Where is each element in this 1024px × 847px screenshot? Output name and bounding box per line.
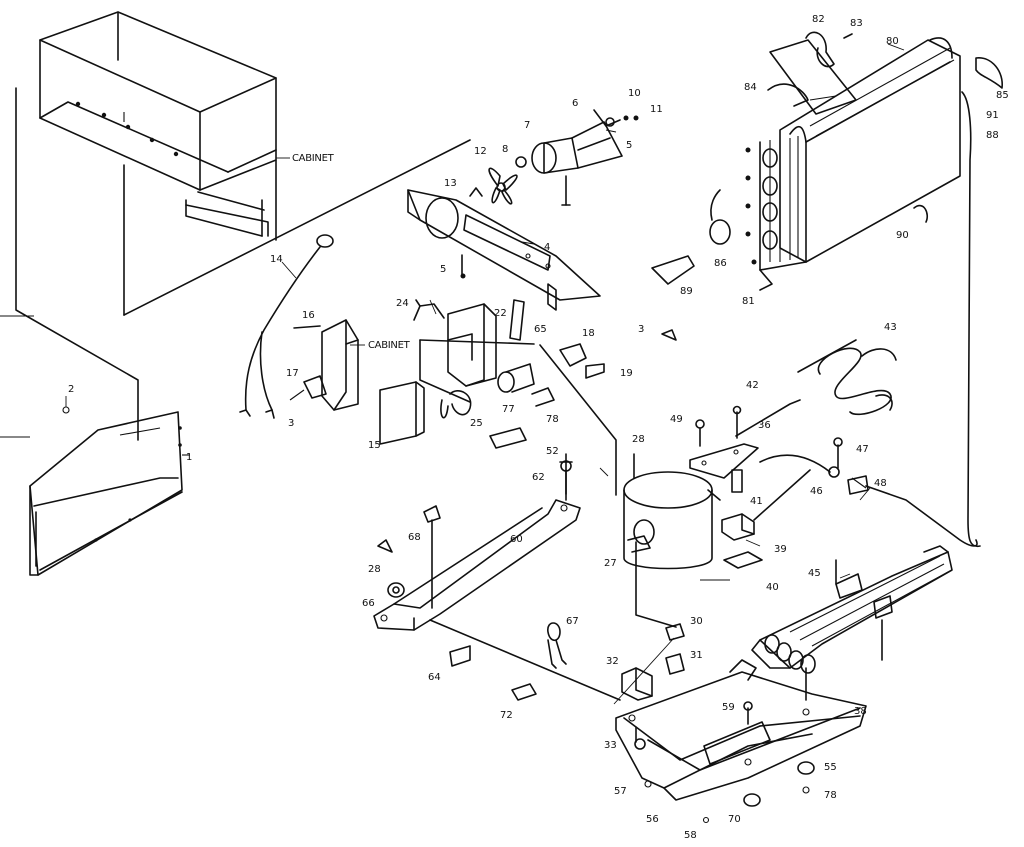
part-number-40: 40 xyxy=(766,582,779,593)
part-number-80: 80 xyxy=(886,36,899,47)
part-number-47: 47 xyxy=(856,444,869,455)
part-number-81: 81 xyxy=(742,296,755,307)
part-number-31: 31 xyxy=(690,650,703,661)
part-number-85: 85 xyxy=(996,90,1009,101)
part-number-72: 72 xyxy=(500,710,513,721)
part-number-48: 48 xyxy=(874,478,887,489)
part-number-66: 66 xyxy=(362,598,375,609)
part-number-68: 68 xyxy=(408,532,421,543)
part-number-19: 19 xyxy=(620,368,633,379)
part-number-78b: 78 xyxy=(824,790,837,801)
part-number-59: 59 xyxy=(722,702,735,713)
cabinet-label-top: CABINET xyxy=(292,153,335,164)
part-number-3b: 3 xyxy=(638,324,644,335)
leader-lines xyxy=(281,43,905,581)
part-number-70: 70 xyxy=(728,814,741,825)
part-number-6: 6 xyxy=(572,98,578,109)
part-number-17: 17 xyxy=(286,368,299,379)
part-number-49: 49 xyxy=(670,414,683,425)
part-number-56: 56 xyxy=(646,814,659,825)
part-number-14: 14 xyxy=(270,254,283,265)
part-number-27: 27 xyxy=(604,558,617,569)
part-number-33: 33 xyxy=(604,740,617,751)
part-number-45: 45 xyxy=(808,568,821,579)
part-number-labels: 2 1 5 4 13 12 8 7 6 10 11 5 14 16 17 3 1… xyxy=(68,14,1009,841)
part-number-83: 83 xyxy=(850,18,863,29)
part-number-89: 89 xyxy=(680,286,693,297)
part-number-57: 57 xyxy=(614,786,627,797)
part-number-86: 86 xyxy=(714,258,727,269)
part-number-5: 5 xyxy=(440,264,446,275)
part-number-90: 90 xyxy=(896,230,909,241)
part-number-52: 52 xyxy=(546,446,559,457)
part-number-67: 67 xyxy=(566,616,579,627)
part-number-28b: 28 xyxy=(368,564,381,575)
part-number-84: 84 xyxy=(744,82,757,93)
part-number-13: 13 xyxy=(444,178,457,189)
part-number-43: 43 xyxy=(884,322,897,333)
part-number-18: 18 xyxy=(582,328,595,339)
part-number-65: 65 xyxy=(534,324,547,335)
part-number-3: 3 xyxy=(288,418,294,429)
part-number-32: 32 xyxy=(606,656,619,667)
part-number-38: 38 xyxy=(854,706,867,717)
part-number-2: 2 xyxy=(68,384,74,395)
part-number-78: 78 xyxy=(546,414,559,425)
cabinet-shelf-assembly xyxy=(39,11,471,316)
compressor-cover-assembly xyxy=(419,299,677,495)
part-number-22: 22 xyxy=(494,308,507,319)
part-number-7: 7 xyxy=(524,120,530,131)
part-number-4: 4 xyxy=(544,242,550,253)
part-number-64: 64 xyxy=(428,672,441,683)
part-number-55: 55 xyxy=(824,762,837,773)
part-number-15: 15 xyxy=(368,440,381,451)
electrical-assembly xyxy=(239,234,445,445)
part-number-62: 62 xyxy=(532,472,545,483)
evaporator-assembly xyxy=(651,31,1003,291)
part-number-5b: 5 xyxy=(626,140,632,151)
part-number-11: 11 xyxy=(650,104,663,115)
part-number-60: 60 xyxy=(510,534,523,545)
part-number-8: 8 xyxy=(502,144,508,155)
part-number-28: 28 xyxy=(632,434,645,445)
part-number-12: 12 xyxy=(474,146,487,157)
part-number-1: 1 xyxy=(186,452,192,463)
compressor xyxy=(539,344,721,628)
part-number-25: 25 xyxy=(470,418,483,429)
mounting-hardware xyxy=(689,399,811,569)
part-number-42: 42 xyxy=(746,380,759,391)
part-number-30: 30 xyxy=(690,616,703,627)
part-number-16: 16 xyxy=(302,310,315,321)
condenser-tubing xyxy=(759,91,981,548)
part-number-91: 91 xyxy=(986,110,999,121)
part-number-36: 36 xyxy=(758,420,771,431)
fan-motor-assembly xyxy=(407,109,639,311)
base-frame-38 xyxy=(613,623,867,824)
part-number-41: 41 xyxy=(750,496,763,507)
cabinet-label-middle: CABINET xyxy=(368,340,411,351)
condenser-coil-45 xyxy=(751,545,953,701)
part-number-88: 88 xyxy=(986,130,999,141)
part-number-10: 10 xyxy=(628,88,641,99)
part-number-58: 58 xyxy=(684,830,697,841)
part-number-82: 82 xyxy=(812,14,825,25)
part-number-77: 77 xyxy=(502,404,515,415)
part-number-39: 39 xyxy=(774,544,787,555)
part-number-24: 24 xyxy=(396,298,409,309)
part-number-46: 46 xyxy=(810,486,823,497)
frame-rail-60 xyxy=(373,460,621,701)
side-panel-assembly xyxy=(0,87,190,576)
